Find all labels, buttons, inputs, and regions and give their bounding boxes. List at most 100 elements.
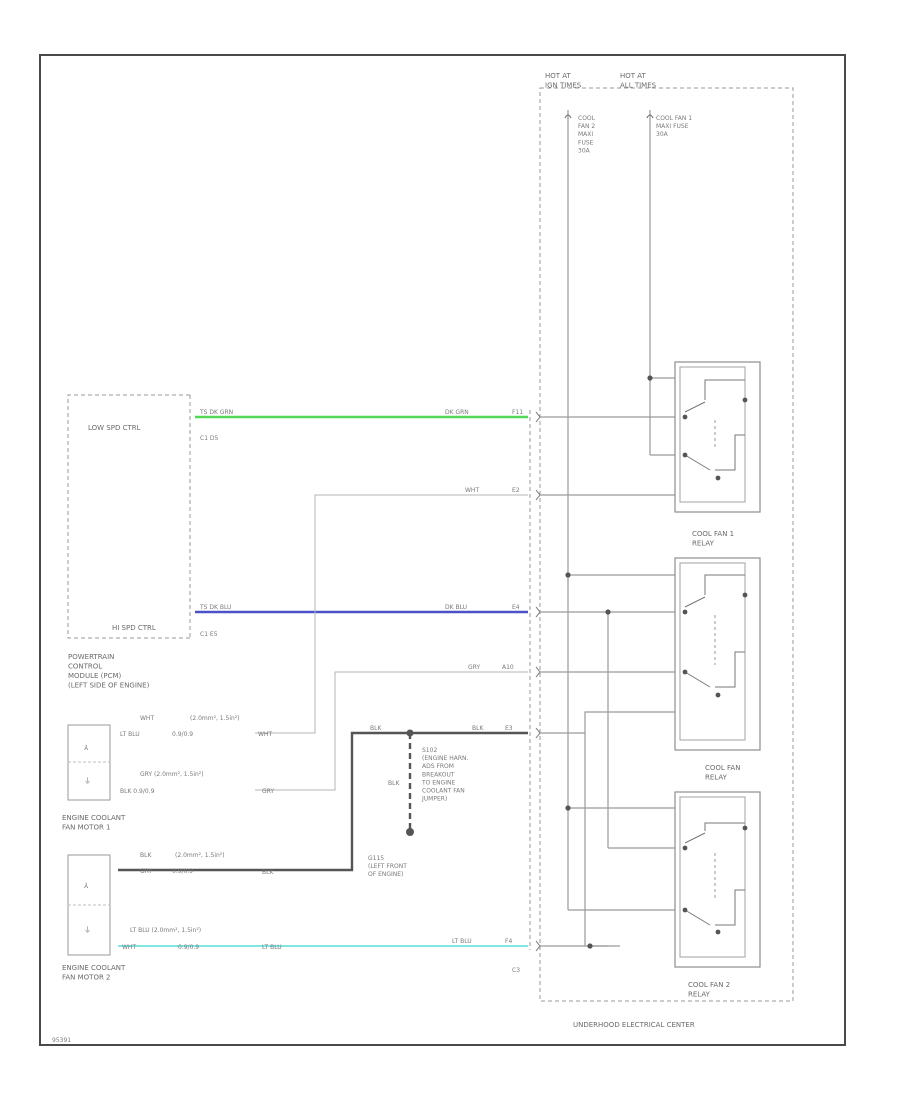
label-line: S102 bbox=[422, 747, 437, 754]
m1-line2a: LT BLU bbox=[120, 731, 140, 738]
label-line: RELAY bbox=[705, 774, 728, 782]
relay-output bbox=[584, 711, 675, 733]
label-line: TO ENGINE bbox=[421, 779, 455, 786]
ground-blk-label: BLK bbox=[388, 780, 400, 787]
hi-spd-ctrl-label: HI SPD CTRL bbox=[112, 624, 156, 632]
node-relay2 bbox=[565, 805, 571, 811]
underhood-electrical-center-box bbox=[539, 87, 794, 1002]
wht-label: WHT bbox=[465, 487, 479, 494]
relay-label: COOL FAN RELAY bbox=[705, 764, 740, 782]
label-line: ENGINE COOLANT bbox=[62, 964, 126, 972]
relay-cool-fan bbox=[674, 557, 761, 751]
label-line: OF ENGINE) bbox=[368, 871, 403, 878]
diagram-code: 95391 bbox=[52, 1037, 71, 1044]
label-line: COOL FAN 1 bbox=[656, 115, 692, 122]
label-line: MAXI FUSE bbox=[656, 123, 689, 130]
label-line: MODULE (PCM) bbox=[68, 672, 121, 680]
node-relay1 bbox=[647, 375, 653, 381]
m1-line3a: GRY (2.0mm², 1.5in²) bbox=[140, 771, 204, 778]
label-line: ADS FROM bbox=[422, 763, 454, 770]
hot-all-label: HOT AT ALL TIMES bbox=[620, 72, 657, 90]
blk-mid-label: BLK bbox=[370, 725, 382, 732]
label-line: FAN MOTOR 1 bbox=[62, 824, 111, 832]
motor-1-name: ENGINE COOLANT FAN MOTOR 1 bbox=[62, 814, 126, 832]
m2-line1b: (2.0mm², 1.5in²) bbox=[175, 852, 225, 859]
m2-line4a: WHT bbox=[122, 944, 136, 951]
dkgrn-label: DK GRN bbox=[445, 409, 469, 416]
label-line: COOL FAN bbox=[705, 764, 740, 772]
label-line: RELAY bbox=[692, 540, 715, 548]
pin-e2-label: E2 bbox=[512, 487, 520, 494]
ground-g115 bbox=[406, 828, 414, 836]
node-e4 bbox=[605, 609, 611, 615]
low-pin-label: TS DK GRN bbox=[199, 409, 233, 416]
label-line: HOT AT bbox=[620, 72, 647, 80]
label-line: COOL bbox=[578, 115, 596, 122]
m1-line2b: 0.9/0.9 bbox=[172, 731, 193, 738]
motor-2-ground-icon: ⏚ bbox=[84, 926, 91, 934]
label-line: IGN TIMES bbox=[545, 82, 582, 90]
m2-line3a: LT BLU (2.0mm², 1.5in²) bbox=[130, 927, 201, 934]
wht-wire bbox=[255, 494, 528, 734]
m1-line2c: WHT bbox=[258, 731, 272, 738]
m1-line4a: BLK 0.9/0.9 bbox=[120, 788, 155, 795]
motor-1-ground-icon: ⏚ bbox=[84, 777, 91, 785]
label-line: CONTROL bbox=[68, 663, 102, 671]
relay-cool-fan-1 bbox=[674, 361, 761, 513]
uec-label: UNDERHOOD ELECTRICAL CENTER bbox=[573, 1021, 695, 1029]
label-line: (LEFT FRONT bbox=[368, 863, 407, 870]
pin-a10-label: A10 bbox=[502, 664, 514, 671]
node-relay bbox=[565, 572, 571, 578]
motor-1-terminal-icon: ⅄ bbox=[84, 744, 89, 752]
splice-s102 bbox=[406, 729, 414, 737]
pin-f4-label: F4 bbox=[505, 938, 512, 945]
fuse-1-icon bbox=[646, 114, 654, 119]
label-line: COOL FAN 2 bbox=[688, 981, 730, 989]
hi-pin-label: TS DK BLU bbox=[199, 604, 231, 611]
diagram-frame bbox=[39, 54, 846, 1046]
label-line: COOLANT FAN bbox=[422, 788, 465, 795]
pin-f11-label: F11 bbox=[512, 409, 523, 416]
label-line: POWERTRAIN bbox=[68, 653, 114, 661]
label-line: ALL TIMES bbox=[620, 82, 657, 90]
motor-2-terminal-icon: ⅄ bbox=[84, 882, 89, 890]
m1-line4b: GRY bbox=[262, 788, 274, 795]
label-line: FAN MOTOR 2 bbox=[62, 974, 111, 982]
blk-left-label: BLK bbox=[262, 869, 274, 876]
dkblu-label: DK BLU bbox=[445, 604, 467, 611]
m2-line1a: BLK bbox=[140, 852, 152, 859]
label-line: (ENGINE HARN. bbox=[422, 755, 468, 762]
label-line: BREAKOUT bbox=[422, 771, 455, 778]
label-line: FUSE bbox=[578, 139, 594, 146]
label-line: FAN 2 bbox=[578, 123, 595, 130]
low-conn-label: C1 D5 bbox=[200, 435, 219, 442]
label-line: 30A bbox=[578, 147, 591, 154]
gry-label: GRY bbox=[468, 664, 480, 671]
pin-e4-label: E4 bbox=[512, 604, 520, 611]
ltblu-label: LT BLU bbox=[452, 938, 472, 945]
motor-2-name: ENGINE COOLANT FAN MOTOR 2 bbox=[62, 964, 126, 982]
blk-label: BLK bbox=[472, 725, 484, 732]
m2-line4b: 0.9/0.9 bbox=[178, 944, 199, 951]
low-spd-ctrl-label: LOW SPD CTRL bbox=[88, 424, 141, 432]
node-f4 bbox=[587, 943, 593, 949]
hi-conn-label: C1 E5 bbox=[200, 631, 218, 638]
label-line: MAXI bbox=[578, 131, 593, 138]
relay-cool-fan-2 bbox=[674, 791, 761, 968]
gry-wire bbox=[255, 671, 528, 791]
label-line: JUMPER) bbox=[421, 796, 447, 803]
m2-line2b: 0.9/0.9 bbox=[172, 868, 193, 875]
label-line: G115 bbox=[368, 855, 384, 862]
fuse-2-icon bbox=[564, 114, 572, 119]
label-line: (LEFT SIDE OF ENGINE) bbox=[68, 682, 150, 690]
connector-chevrons bbox=[535, 411, 541, 952]
c3-label: C3 bbox=[512, 967, 520, 974]
label-line: ENGINE COOLANT bbox=[62, 814, 126, 822]
